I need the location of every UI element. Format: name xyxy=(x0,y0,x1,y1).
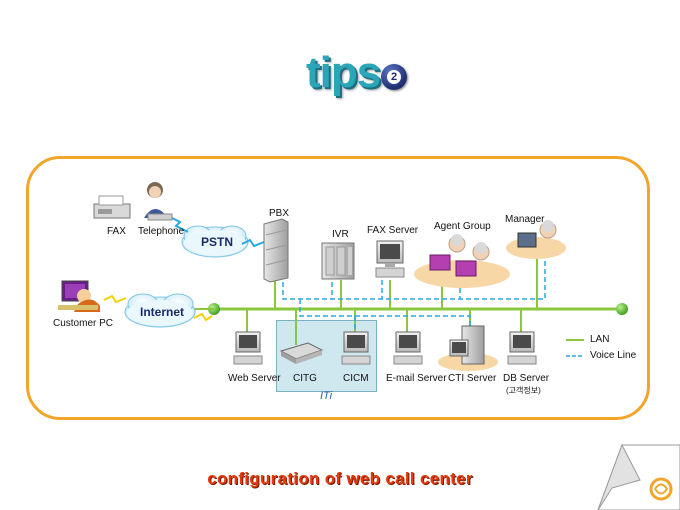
slide-subtitle: configuration of web call center xyxy=(207,469,473,488)
telephone-operator-icon xyxy=(144,182,173,221)
legend-lan-label: LAN xyxy=(590,334,610,345)
fax-label: FAX xyxy=(107,226,126,237)
citg-label: CITG xyxy=(293,373,317,384)
agent-group-icon xyxy=(414,234,510,288)
pstn-link-icon xyxy=(171,217,189,233)
iti-label: ITi xyxy=(320,390,333,402)
pbx-icon xyxy=(263,218,289,283)
cicm-label: CICM xyxy=(343,373,369,384)
web-server-label: Web Server xyxy=(228,373,281,384)
slide-title: tips xyxy=(306,48,381,97)
cicm-icon xyxy=(341,331,371,365)
citg-icon xyxy=(279,342,324,364)
lan-drops xyxy=(188,255,538,345)
pstn-pbx-link-icon xyxy=(241,238,265,248)
lan-endpoint-right xyxy=(616,303,628,315)
cti-server-icon xyxy=(438,325,498,371)
internet-lan-link-icon xyxy=(193,312,213,322)
customer-pc-icon xyxy=(58,280,100,312)
email-server-icon xyxy=(393,331,423,365)
email-server-label: E-mail Server xyxy=(386,373,447,384)
ivr-icon xyxy=(321,242,355,280)
web-server-icon xyxy=(233,331,263,365)
db-server-label: DB Server xyxy=(503,373,550,384)
diagram-frame xyxy=(26,156,650,420)
pstn-label: PSTN xyxy=(201,235,234,249)
number-badge-icon: 2 xyxy=(381,64,407,90)
fax-machine-icon xyxy=(93,195,131,219)
pbx-label: PBX xyxy=(269,208,290,219)
telephone-label: Telephone xyxy=(138,226,185,237)
internet-link-icon xyxy=(103,294,127,304)
internet-label: Internet xyxy=(140,305,185,319)
manager-icon xyxy=(506,220,566,259)
legend xyxy=(566,339,584,357)
customer-pc-label: Customer PC xyxy=(53,318,114,329)
db-server-icon xyxy=(507,331,537,365)
fax-server-icon xyxy=(375,240,405,278)
voice-lines xyxy=(282,258,546,332)
manager-label: Manager xyxy=(505,214,545,225)
ivr-label: IVR xyxy=(332,229,349,240)
badge-number: 2 xyxy=(387,70,401,84)
logo-icon xyxy=(649,477,673,501)
cti-server-label: CTI Server xyxy=(448,373,497,384)
agent-group-label: Agent Group xyxy=(434,221,491,232)
legend-voice-label: Voice Line xyxy=(590,350,637,361)
pstn-cloud xyxy=(181,225,249,258)
db-server-note: (고객정보) xyxy=(506,386,541,395)
page-curl-icon xyxy=(597,443,680,510)
internet-cloud xyxy=(124,293,196,328)
fax-server-label: FAX Server xyxy=(367,225,419,236)
